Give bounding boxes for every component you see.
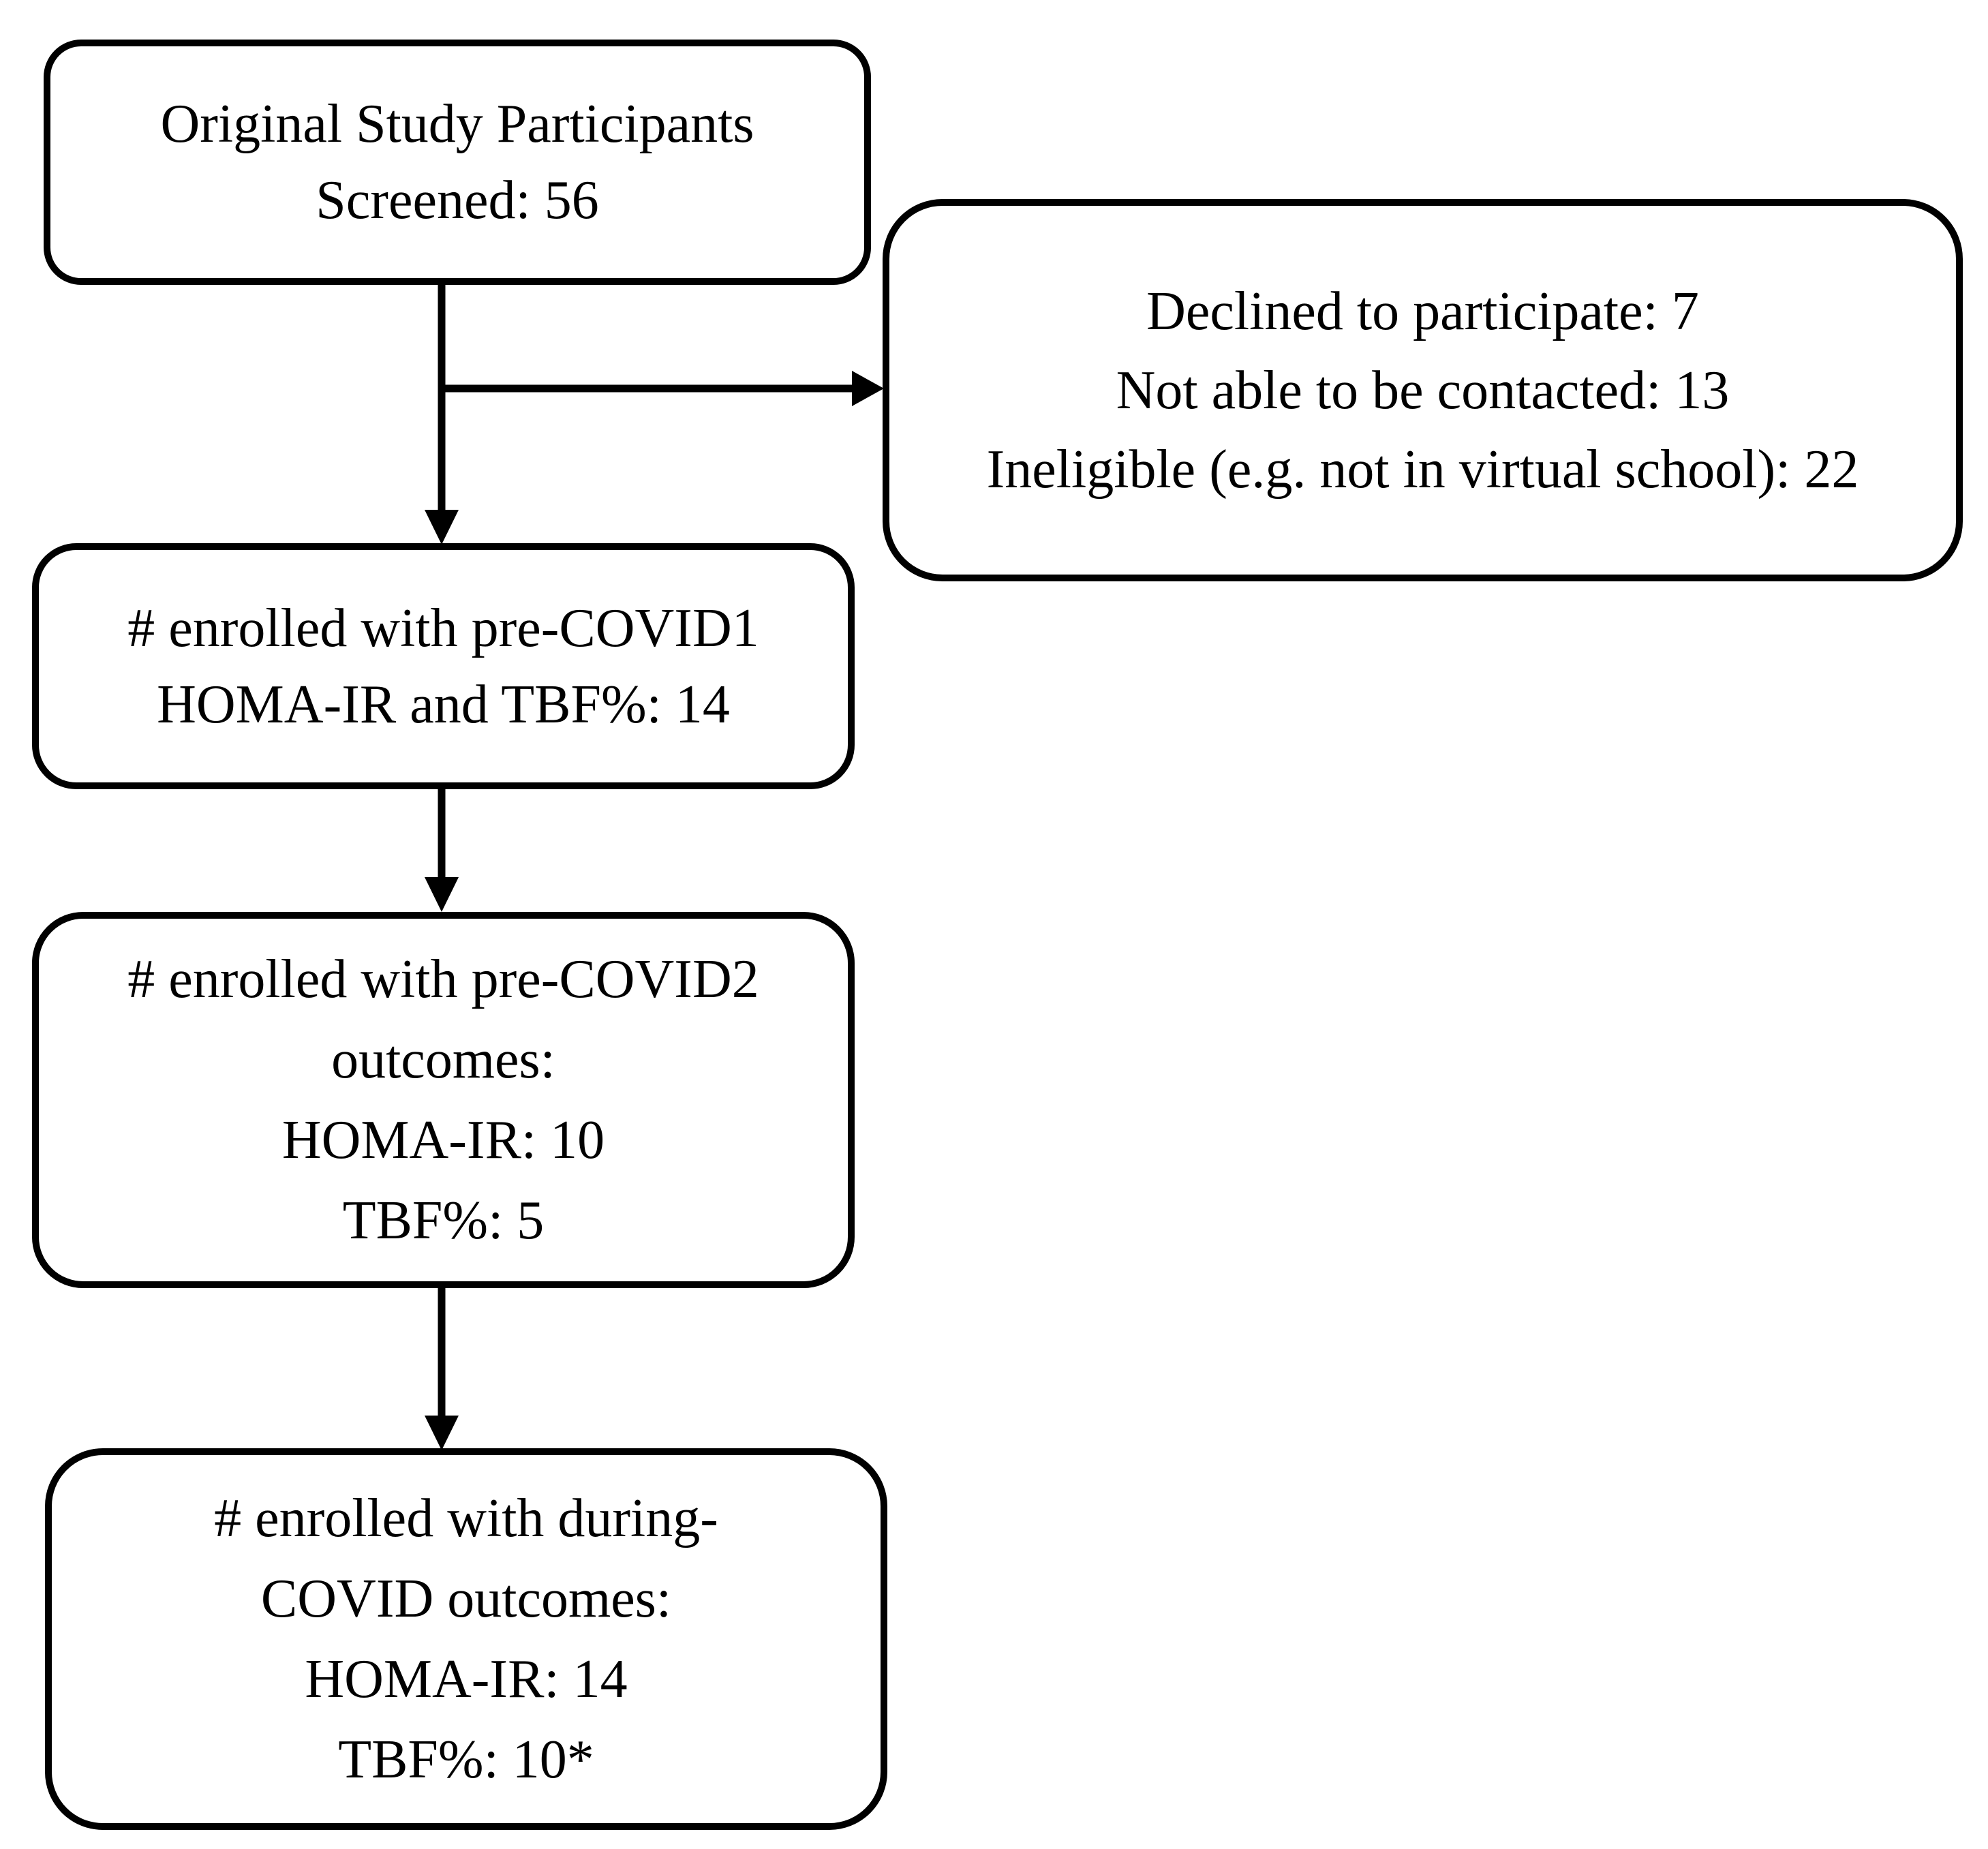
node-enrolled-precovid2-line: # enrolled with pre-COVID2 bbox=[127, 949, 759, 1009]
node-screened-line: Screened: 56 bbox=[316, 170, 599, 230]
node-enrolled-during-covid: # enrolled with during- COVID outcomes: … bbox=[45, 1448, 887, 1830]
node-enrolled-during-covid-line: COVID outcomes: bbox=[260, 1569, 672, 1629]
arrow-precovid2-to-duringcovid bbox=[425, 1288, 459, 1450]
node-enrolled-precovid2-line: outcomes: bbox=[331, 1030, 555, 1090]
node-excluded: Declined to participate: 7 Not able to b… bbox=[883, 199, 1963, 581]
node-excluded-line: Declined to participate: 7 bbox=[1146, 281, 1699, 341]
node-enrolled-during-covid-line: TBF%: 10* bbox=[338, 1730, 594, 1790]
node-enrolled-precovid2-line: TBF%: 5 bbox=[342, 1191, 545, 1251]
node-enrolled-precovid1-line: HOMA-IR and TBF%: 14 bbox=[157, 674, 730, 735]
arrow-exclusion-branch bbox=[442, 371, 884, 406]
node-enrolled-precovid2: # enrolled with pre-COVID2 outcomes: HOM… bbox=[32, 912, 855, 1288]
node-enrolled-precovid1-line: # enrolled with pre-COVID1 bbox=[127, 598, 759, 658]
node-excluded-line: Ineligible (e.g. not in virtual school):… bbox=[986, 439, 1859, 500]
arrow-precovid1-to-precovid2 bbox=[425, 789, 459, 912]
node-enrolled-during-covid-line: # enrolled with during- bbox=[214, 1488, 718, 1548]
node-enrolled-precovid2-line: HOMA-IR: 10 bbox=[281, 1110, 605, 1170]
node-enrolled-during-covid-line: HOMA-IR: 14 bbox=[305, 1649, 628, 1709]
node-enrolled-precovid1: # enrolled with pre-COVID1 HOMA-IR and T… bbox=[32, 543, 855, 789]
arrow-screened-to-precovid1 bbox=[425, 285, 459, 545]
node-excluded-line: Not able to be contacted: 13 bbox=[1116, 360, 1730, 421]
node-screened: Original Study Participants Screened: 56 bbox=[44, 40, 871, 285]
node-screened-line: Original Study Participants bbox=[160, 94, 754, 154]
